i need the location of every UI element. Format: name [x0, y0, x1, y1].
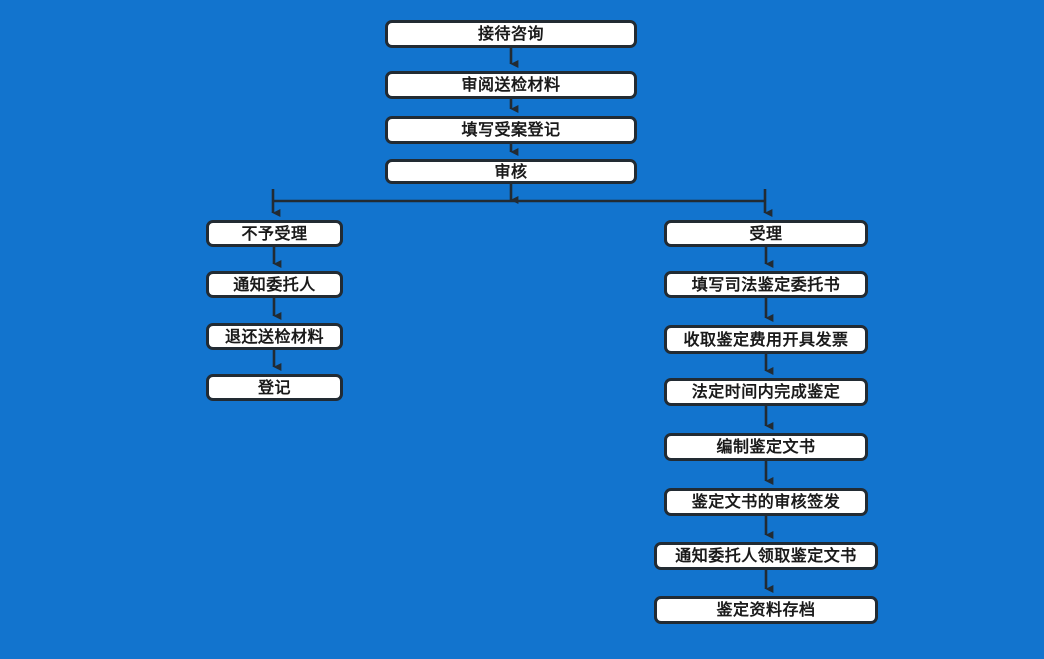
node-n1-label: 接待咨询	[477, 24, 544, 43]
node-l1-label: 不予受理	[241, 223, 308, 243]
node-n4[interactable]: 审核	[385, 159, 637, 184]
node-n4-label: 审核	[494, 161, 528, 181]
node-r8-label: 鉴定资料存档	[716, 600, 816, 619]
node-r8[interactable]: 鉴定资料存档	[654, 596, 878, 624]
node-r7[interactable]: 通知委托人领取鉴定文书	[654, 542, 878, 570]
node-n2-label: 审阅送检材料	[461, 75, 561, 94]
node-r6-label: 鉴定文书的审核签发	[691, 492, 841, 511]
node-l3[interactable]: 退还送检材料	[206, 323, 343, 350]
node-r3[interactable]: 收取鉴定费用开具发票	[664, 325, 868, 354]
node-l4-label: 登记	[257, 377, 291, 397]
node-l4[interactable]: 登记	[206, 374, 343, 401]
node-r6[interactable]: 鉴定文书的审核签发	[664, 488, 868, 516]
node-r4[interactable]: 法定时间内完成鉴定	[664, 378, 868, 406]
node-r1[interactable]: 受理	[664, 220, 868, 247]
node-r4-label: 法定时间内完成鉴定	[691, 382, 841, 401]
node-n2[interactable]: 审阅送检材料	[385, 71, 637, 99]
node-n3-label: 填写受案登记	[461, 120, 561, 139]
node-r2[interactable]: 填写司法鉴定委托书	[664, 271, 868, 298]
node-n3[interactable]: 填写受案登记	[385, 116, 637, 144]
node-l2-label: 通知委托人	[233, 274, 316, 294]
node-r7-label: 通知委托人领取鉴定文书	[675, 546, 857, 565]
node-l1[interactable]: 不予受理	[206, 220, 343, 247]
node-r3-label: 收取鉴定费用开具发票	[683, 329, 849, 349]
node-r5[interactable]: 编制鉴定文书	[664, 433, 868, 461]
node-n1[interactable]: 接待咨询	[385, 20, 637, 48]
node-l2[interactable]: 通知委托人	[206, 271, 343, 298]
node-r5-label: 编制鉴定文书	[716, 437, 816, 456]
node-r2-label: 填写司法鉴定委托书	[691, 274, 841, 294]
node-r1-label: 受理	[749, 223, 783, 243]
node-l3-label: 退还送检材料	[224, 326, 324, 346]
